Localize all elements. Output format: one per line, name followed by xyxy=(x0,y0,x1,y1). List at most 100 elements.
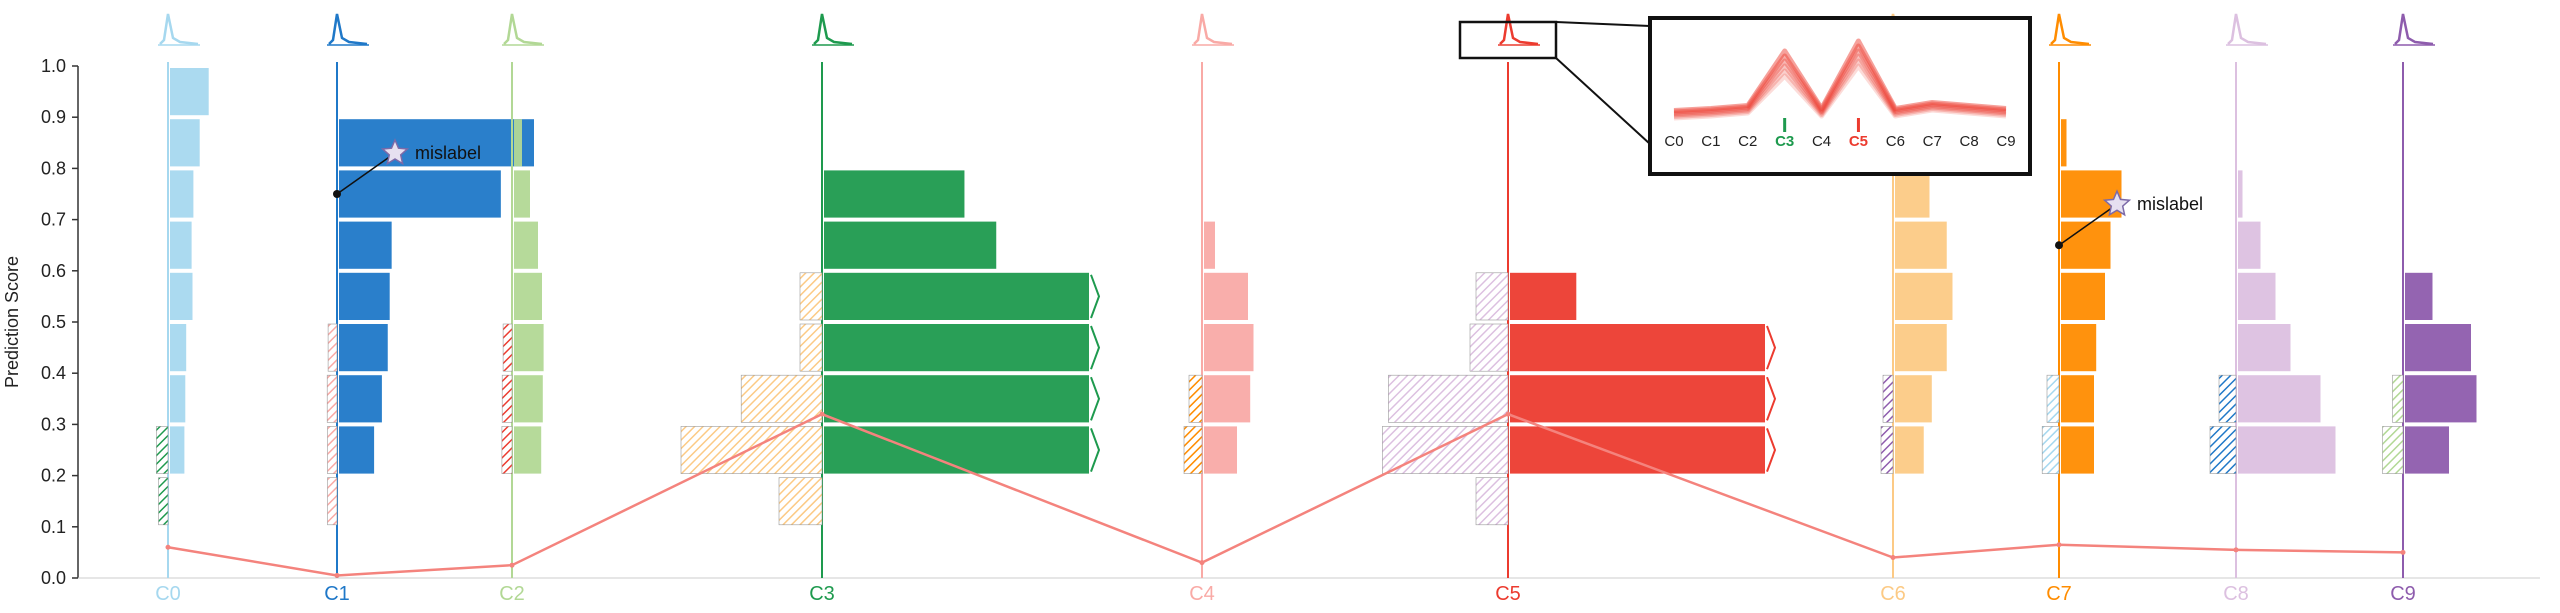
inset-series-line xyxy=(1673,58,2007,119)
annotation-dot xyxy=(2055,241,2063,250)
class-label: C3 xyxy=(809,583,835,605)
score-bar xyxy=(2238,426,2336,474)
score-bar xyxy=(2061,324,2097,372)
score-bar xyxy=(1895,272,1953,320)
trend-point xyxy=(1505,411,1511,417)
class-label: C6 xyxy=(1880,583,1906,605)
misclassified-bar xyxy=(501,426,513,474)
class-sparkline xyxy=(813,13,853,46)
misclassified-bar xyxy=(326,374,338,423)
misclassified-bar xyxy=(1475,477,1509,526)
class-column-c9: C9 xyxy=(2382,13,2477,605)
misclassified-bar xyxy=(1880,426,1894,474)
trend-point xyxy=(334,572,340,578)
trend-point xyxy=(1890,555,1896,561)
score-bar xyxy=(824,272,1089,320)
y-tick-label: 0.8 xyxy=(41,158,66,178)
score-bar xyxy=(339,426,375,474)
score-bar xyxy=(824,221,997,269)
score-bar xyxy=(2238,272,2276,320)
inset-series-line xyxy=(1673,38,2007,113)
class-label: C1 xyxy=(324,583,350,605)
misclassified-bar xyxy=(156,426,169,474)
score-bar xyxy=(2061,272,2105,320)
misclassified-bar xyxy=(778,477,823,526)
trend-line xyxy=(167,412,2404,577)
score-bar xyxy=(1895,170,1930,218)
score-bar xyxy=(339,272,390,320)
overflow-chevron xyxy=(1766,428,1777,472)
trend-line-group xyxy=(165,411,2406,578)
class-column-c8: C8 xyxy=(2209,13,2336,605)
y-tick-label: 0.5 xyxy=(41,312,66,332)
inset-class-label: C0 xyxy=(1664,133,1683,150)
score-bar xyxy=(170,221,192,269)
inset-series-line xyxy=(1673,48,2007,116)
score-bar xyxy=(339,119,534,167)
score-bar xyxy=(1204,324,1254,372)
class-column-c5: C5 xyxy=(1382,13,1777,605)
score-bar xyxy=(514,272,542,320)
trend-point xyxy=(165,544,171,550)
class-label: C9 xyxy=(2390,583,2416,605)
inset-source-box xyxy=(1458,20,1558,60)
score-bar xyxy=(170,119,200,167)
score-bar xyxy=(2405,272,2433,320)
overflow-chevron xyxy=(1090,376,1101,421)
misclassified-bar xyxy=(740,374,823,423)
score-bar xyxy=(170,272,193,320)
inset-class-label: C2 xyxy=(1738,133,1757,150)
score-bar xyxy=(514,324,544,372)
score-bar xyxy=(824,324,1089,372)
misclassified-bar xyxy=(2382,426,2404,474)
score-bar xyxy=(514,426,542,474)
score-bar xyxy=(2061,375,2094,423)
inset-class-label: C9 xyxy=(1996,133,2015,150)
score-bar xyxy=(1895,426,1924,474)
score-bar xyxy=(170,426,185,474)
score-bar xyxy=(514,375,543,423)
score-bar xyxy=(1895,324,1947,372)
misclassified-bar xyxy=(2392,374,2404,423)
overflow-chevron xyxy=(1766,376,1777,421)
annotation-label: mislabel xyxy=(415,143,481,163)
class-sparkline xyxy=(328,13,368,46)
annotation-dot xyxy=(333,190,341,198)
score-bar xyxy=(2061,426,2094,474)
class-label: C2 xyxy=(499,583,525,605)
score-bar xyxy=(1895,221,1947,269)
score-bar xyxy=(1510,272,1577,320)
class-sparkline xyxy=(2227,13,2267,46)
y-tick-label: 0.2 xyxy=(41,466,66,486)
score-bar xyxy=(1510,324,1765,372)
misclassified-bar xyxy=(799,272,823,321)
y-tick-label: 0.1 xyxy=(41,517,66,537)
inset-class-label: C4 xyxy=(1812,133,1831,150)
overflow-chevron xyxy=(1766,325,1777,370)
y-tick-label: 0.6 xyxy=(41,261,66,281)
score-bar xyxy=(2238,221,2261,269)
score-bar xyxy=(2061,221,2111,269)
annotation-leader xyxy=(2058,203,2118,246)
trend-point xyxy=(2400,549,2406,555)
score-bar xyxy=(2238,170,2243,218)
inset-class-label: C8 xyxy=(1960,133,1979,150)
score-bar xyxy=(339,324,388,372)
class-sparkline xyxy=(1499,13,1539,46)
annotation-leader xyxy=(336,152,396,195)
y-tick-label: 1.0 xyxy=(41,56,66,76)
misclassified-bar xyxy=(2041,426,2060,474)
score-bar xyxy=(1204,375,1251,423)
trend-point xyxy=(2233,547,2239,553)
misclassified-bar xyxy=(1882,374,1894,423)
misclassified-bar xyxy=(1475,272,1509,321)
score-bar xyxy=(170,324,187,372)
score-bar xyxy=(1895,375,1932,423)
class-column-c6: C6 xyxy=(1880,13,1953,605)
mislabel-star-icon xyxy=(2102,189,2132,217)
class-column-c1: C1 xyxy=(324,13,534,605)
class-label: C8 xyxy=(2223,583,2249,605)
y-axis-label: Prediction Score xyxy=(2,256,22,388)
